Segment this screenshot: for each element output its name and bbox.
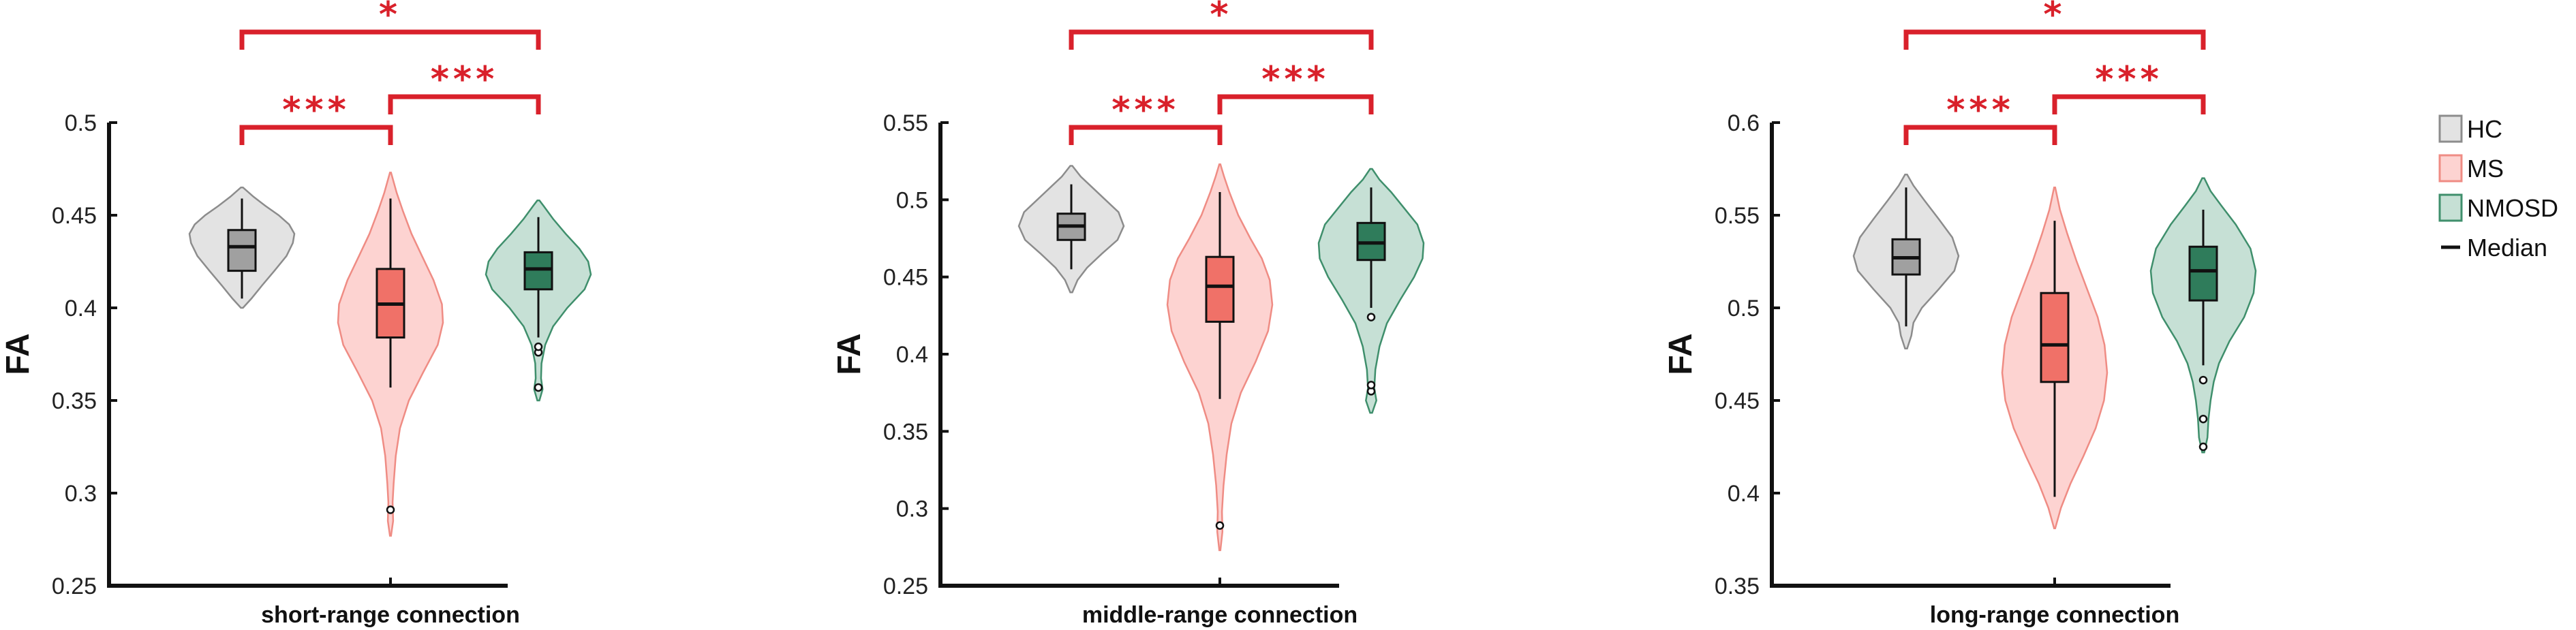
box-nmosd <box>523 251 553 291</box>
outlier-nmosd <box>2198 375 2208 385</box>
significance-label: * <box>2043 0 2066 35</box>
y-tick-label: 0.3 <box>65 481 97 507</box>
legend-swatch-nmosd <box>2438 193 2463 222</box>
y-axis-label: FA <box>0 333 36 375</box>
significance-label: *** <box>282 90 350 131</box>
significance-label: * <box>1210 0 1232 35</box>
y-tick-label: 0.45 <box>883 265 928 291</box>
significance-label: *** <box>1946 90 2014 131</box>
significance-label: * <box>379 0 401 35</box>
legend: HC MS NMOSD Median <box>2438 114 2558 262</box>
outlier-ms <box>386 505 395 514</box>
y-tick-label: 0.4 <box>1728 481 1760 507</box>
box-hc <box>227 229 257 272</box>
significance-label: *** <box>2095 59 2163 100</box>
panel-1: 0.25 0.3 0.35 0.4 0.45 0.5FA short-range conne… <box>0 0 592 628</box>
significance-bracket <box>239 29 541 50</box>
significance-bracket <box>1069 29 1374 50</box>
box-ms <box>2040 292 2070 383</box>
significance-bracket <box>1903 29 2206 50</box>
significance-label: *** <box>1261 59 1330 100</box>
outlier-ms <box>1215 521 1225 530</box>
significance-bracket <box>388 94 541 114</box>
outlier-nmosd <box>2198 442 2208 452</box>
y-axis-label: FA <box>831 333 868 375</box>
y-tick-label: 0.45 <box>1715 388 1760 414</box>
y-tick-label: 0.5 <box>65 110 97 136</box>
legend-label: Median <box>2467 234 2547 262</box>
significance-bracket <box>2052 94 2206 114</box>
significance-bracket <box>1069 125 1223 145</box>
y-tick-label: 0.5 <box>896 187 928 213</box>
outlier-nmosd <box>1366 381 1376 390</box>
box-ms <box>1205 255 1235 323</box>
x-axis-label: short-range connection <box>261 602 520 628</box>
y-tick-label: 0.35 <box>52 388 97 414</box>
outlier-nmosd <box>534 342 543 351</box>
legend-swatch-ms <box>2438 154 2463 183</box>
y-tick-label: 0.45 <box>52 203 97 229</box>
y-tick-label: 0.4 <box>896 342 928 368</box>
y-tick-label: 0.35 <box>883 419 928 445</box>
x-axis-label: long-range connection <box>1930 602 2179 628</box>
y-tick-label: 0.6 <box>1728 110 1760 136</box>
outlier-nmosd <box>1366 313 1376 321</box>
significance-label: *** <box>431 59 499 100</box>
outlier-nmosd <box>534 383 543 392</box>
x-axis-label: middle-range connection <box>1082 602 1358 628</box>
y-tick-label: 0.4 <box>65 296 97 321</box>
y-tick-label: 0.25 <box>52 573 97 599</box>
legend-label: MS <box>2467 155 2504 183</box>
legend-label: HC <box>2467 115 2502 143</box>
significance-label: *** <box>1111 90 1180 131</box>
y-tick-label: 0.5 <box>1728 296 1760 321</box>
panel-3: 0.35 0.4 0.45 0.5 0.55 0.6FA long-range connec… <box>1663 0 2257 628</box>
y-tick-label: 0.55 <box>883 110 928 136</box>
y-tick-label: 0.3 <box>896 497 928 522</box>
y-axis-label: FA <box>1663 333 1699 375</box>
box-nmosd <box>2188 245 2218 302</box>
significance-bracket <box>239 125 393 145</box>
significance-bracket <box>1217 94 1374 114</box>
legend-label: NMOSD <box>2467 194 2558 222</box>
y-tick-label: 0.25 <box>883 573 928 599</box>
outlier-nmosd <box>2198 414 2208 424</box>
y-tick-label: 0.35 <box>1715 573 1760 599</box>
legend-swatch-hc <box>2438 114 2463 143</box>
y-tick-label: 0.55 <box>1715 203 1760 229</box>
significance-bracket <box>1903 125 2057 145</box>
